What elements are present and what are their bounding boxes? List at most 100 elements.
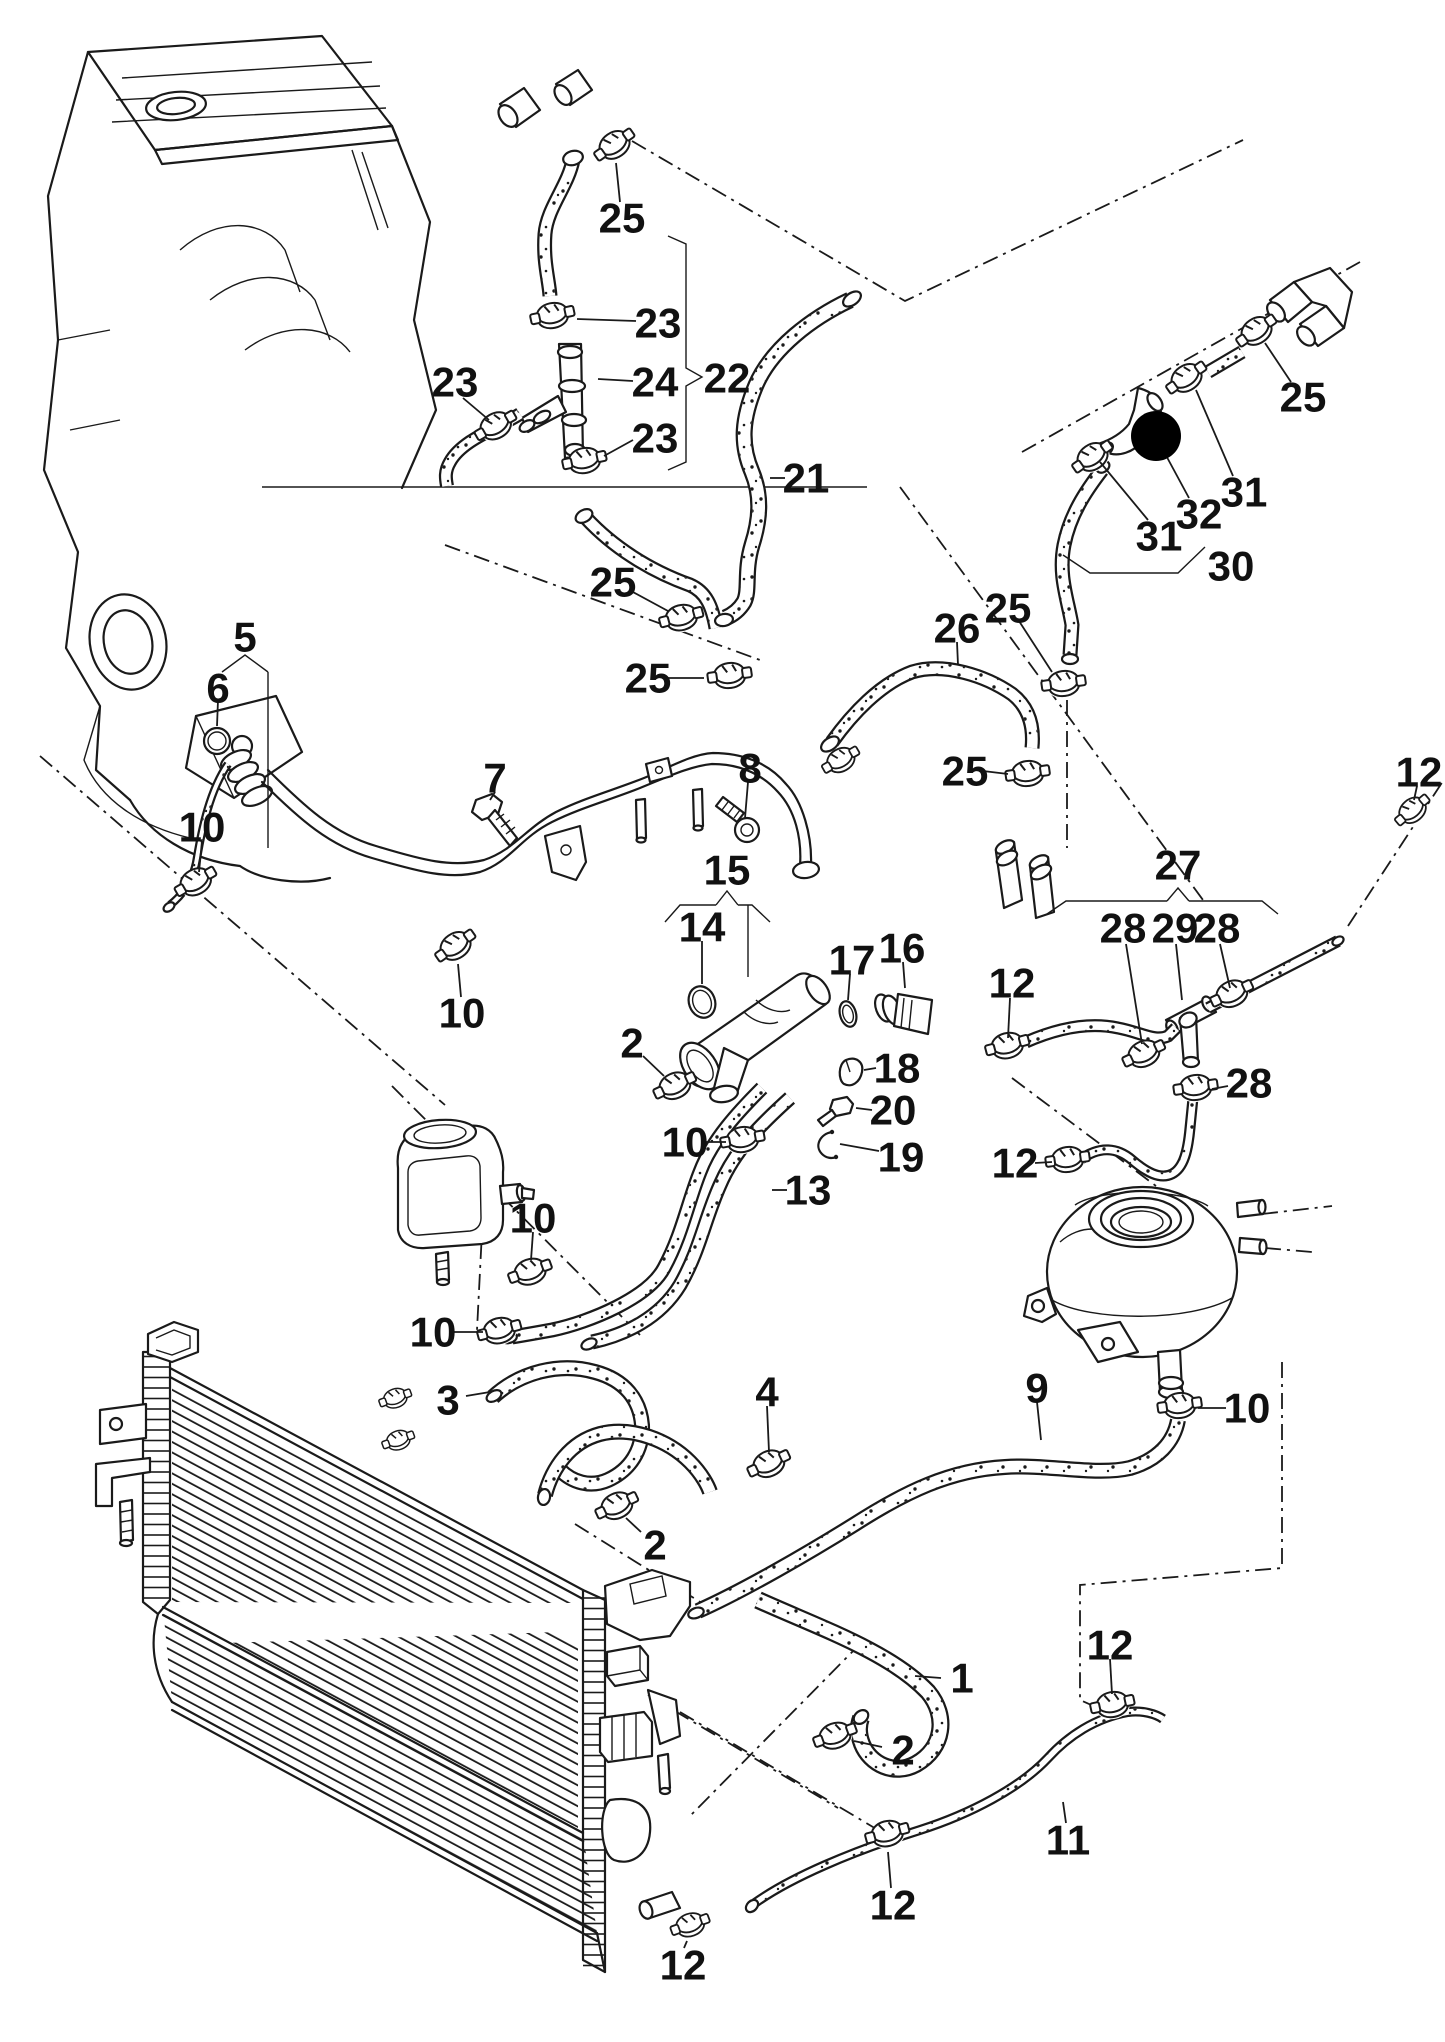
- part-label-9[interactable]: 9: [1025, 1365, 1048, 1412]
- part-label-31[interactable]: 31: [1221, 469, 1268, 516]
- part-label-12[interactable]: 12: [1396, 749, 1443, 796]
- part-label-2[interactable]: 2: [620, 1020, 643, 1067]
- part-label-20[interactable]: 20: [870, 1087, 917, 1134]
- leader-line: [530, 1231, 534, 1261]
- part-label-31[interactable]: 31: [1136, 513, 1183, 560]
- heater-pipe-stubs: [994, 839, 1056, 920]
- leader-line: [1062, 1801, 1067, 1824]
- part-label-10[interactable]: 10: [662, 1119, 709, 1166]
- leader-line: [839, 1143, 880, 1152]
- part-label-17[interactable]: 17: [829, 937, 876, 984]
- part-label-15[interactable]: 15: [704, 847, 751, 894]
- bracket-30: [1062, 546, 1206, 574]
- part-label-7[interactable]: 7: [483, 755, 506, 802]
- leader-line: [1175, 943, 1183, 1001]
- double-port-fitting-30: [1266, 266, 1354, 348]
- part-label-1[interactable]: 1: [950, 1655, 973, 1702]
- clamp: [375, 1383, 416, 1415]
- part-label-5[interactable]: 5: [233, 614, 256, 661]
- leader-line: [576, 318, 637, 322]
- part-label-12[interactable]: 12: [870, 1882, 917, 1929]
- part-label-6[interactable]: 6: [206, 665, 229, 712]
- part-label-11[interactable]: 11: [1046, 1817, 1090, 1864]
- bolt-7: [470, 792, 519, 848]
- highlight-dot: [1131, 411, 1181, 461]
- part-label-14[interactable]: 14: [679, 904, 726, 951]
- coolant-pipe-assembly: [220, 748, 821, 882]
- part-label-32[interactable]: 32: [1176, 491, 1223, 538]
- leader-line: [683, 1940, 688, 1949]
- part-label-10[interactable]: 10: [510, 1195, 557, 1242]
- part-label-28[interactable]: 28: [1226, 1060, 1273, 1107]
- leader-line: [1034, 1161, 1053, 1164]
- part-label-10[interactable]: 10: [410, 1309, 457, 1356]
- part-label-24[interactable]: 24: [632, 359, 679, 406]
- part-label-12[interactable]: 12: [992, 1140, 1039, 1187]
- hose-9: [694, 1418, 1186, 1619]
- part-label-30[interactable]: 30: [1208, 543, 1255, 590]
- leader-line: [625, 1517, 642, 1533]
- part-label-23[interactable]: 23: [632, 415, 679, 462]
- clamp: [705, 659, 755, 694]
- t-fitting-24: [518, 342, 588, 460]
- part-label-19[interactable]: 19: [878, 1134, 925, 1181]
- o-ring-6: [202, 726, 232, 756]
- leader-line: [198, 840, 203, 873]
- leader-line: [766, 1405, 770, 1453]
- o-ring-17: [838, 1000, 858, 1028]
- clamp: [1043, 1143, 1093, 1178]
- part-label-10[interactable]: 10: [439, 990, 486, 1037]
- part-label-28[interactable]: 28: [1100, 905, 1147, 952]
- clamp: [1160, 354, 1214, 404]
- bracket-5: [221, 654, 269, 848]
- part-label-25[interactable]: 25: [985, 585, 1032, 632]
- clamp: [590, 1484, 645, 1530]
- part-label-10[interactable]: 10: [179, 804, 226, 851]
- part-label-27[interactable]: 27: [1155, 842, 1202, 889]
- leader-lines: [198, 162, 1418, 1949]
- part-label-25[interactable]: 25: [599, 195, 646, 242]
- leader-line: [1125, 943, 1143, 1045]
- part-label-8[interactable]: 8: [738, 745, 761, 792]
- part-label-28[interactable]: 28: [1194, 905, 1241, 952]
- hose-21: [721, 292, 854, 626]
- part-label-23[interactable]: 23: [635, 300, 682, 347]
- part-label-23[interactable]: 23: [432, 359, 479, 406]
- clamp: [648, 1064, 703, 1110]
- leader-line: [465, 1391, 491, 1397]
- part-label-21[interactable]: 21: [783, 455, 830, 502]
- part-label-25[interactable]: 25: [1280, 374, 1327, 421]
- radiator: [94, 1320, 692, 1974]
- part-label-2[interactable]: 2: [643, 1522, 666, 1569]
- leader-line: [603, 439, 634, 457]
- part-label-4[interactable]: 4: [755, 1369, 779, 1416]
- part-label-25[interactable]: 25: [625, 655, 672, 702]
- leader-line: [1109, 1658, 1113, 1695]
- bracket-27: [1046, 886, 1279, 915]
- part-label-10[interactable]: 10: [1224, 1385, 1271, 1432]
- leader-line: [744, 781, 749, 819]
- part-label-12[interactable]: 12: [660, 1942, 707, 1989]
- leader-line: [615, 162, 621, 203]
- part-label-26[interactable]: 26: [934, 605, 981, 652]
- part-label-25[interactable]: 25: [590, 559, 637, 606]
- part-label-13[interactable]: 13: [785, 1167, 832, 1214]
- temperature-sensor-16: [873, 992, 934, 1036]
- part-label-25[interactable]: 25: [942, 748, 989, 795]
- hose-26: [825, 661, 1040, 749]
- part-label-22[interactable]: 22: [704, 355, 751, 402]
- leader-line: [1036, 1401, 1042, 1441]
- part-label-16[interactable]: 16: [879, 925, 926, 972]
- part-label-18[interactable]: 18: [874, 1045, 921, 1092]
- part-label-2[interactable]: 2: [891, 1727, 914, 1774]
- part-label-12[interactable]: 12: [989, 960, 1036, 1007]
- thermostat-housing: [679, 972, 831, 1104]
- leader-line: [489, 791, 496, 801]
- group-brackets: [221, 235, 1279, 977]
- retaining-clip-18: [838, 1057, 864, 1087]
- part-label-3[interactable]: 3: [436, 1377, 459, 1424]
- hose-1: [754, 1591, 950, 1778]
- part-label-29[interactable]: 29: [1152, 905, 1199, 952]
- part-label-12[interactable]: 12: [1087, 1622, 1134, 1669]
- hose-11: [752, 1706, 1166, 1908]
